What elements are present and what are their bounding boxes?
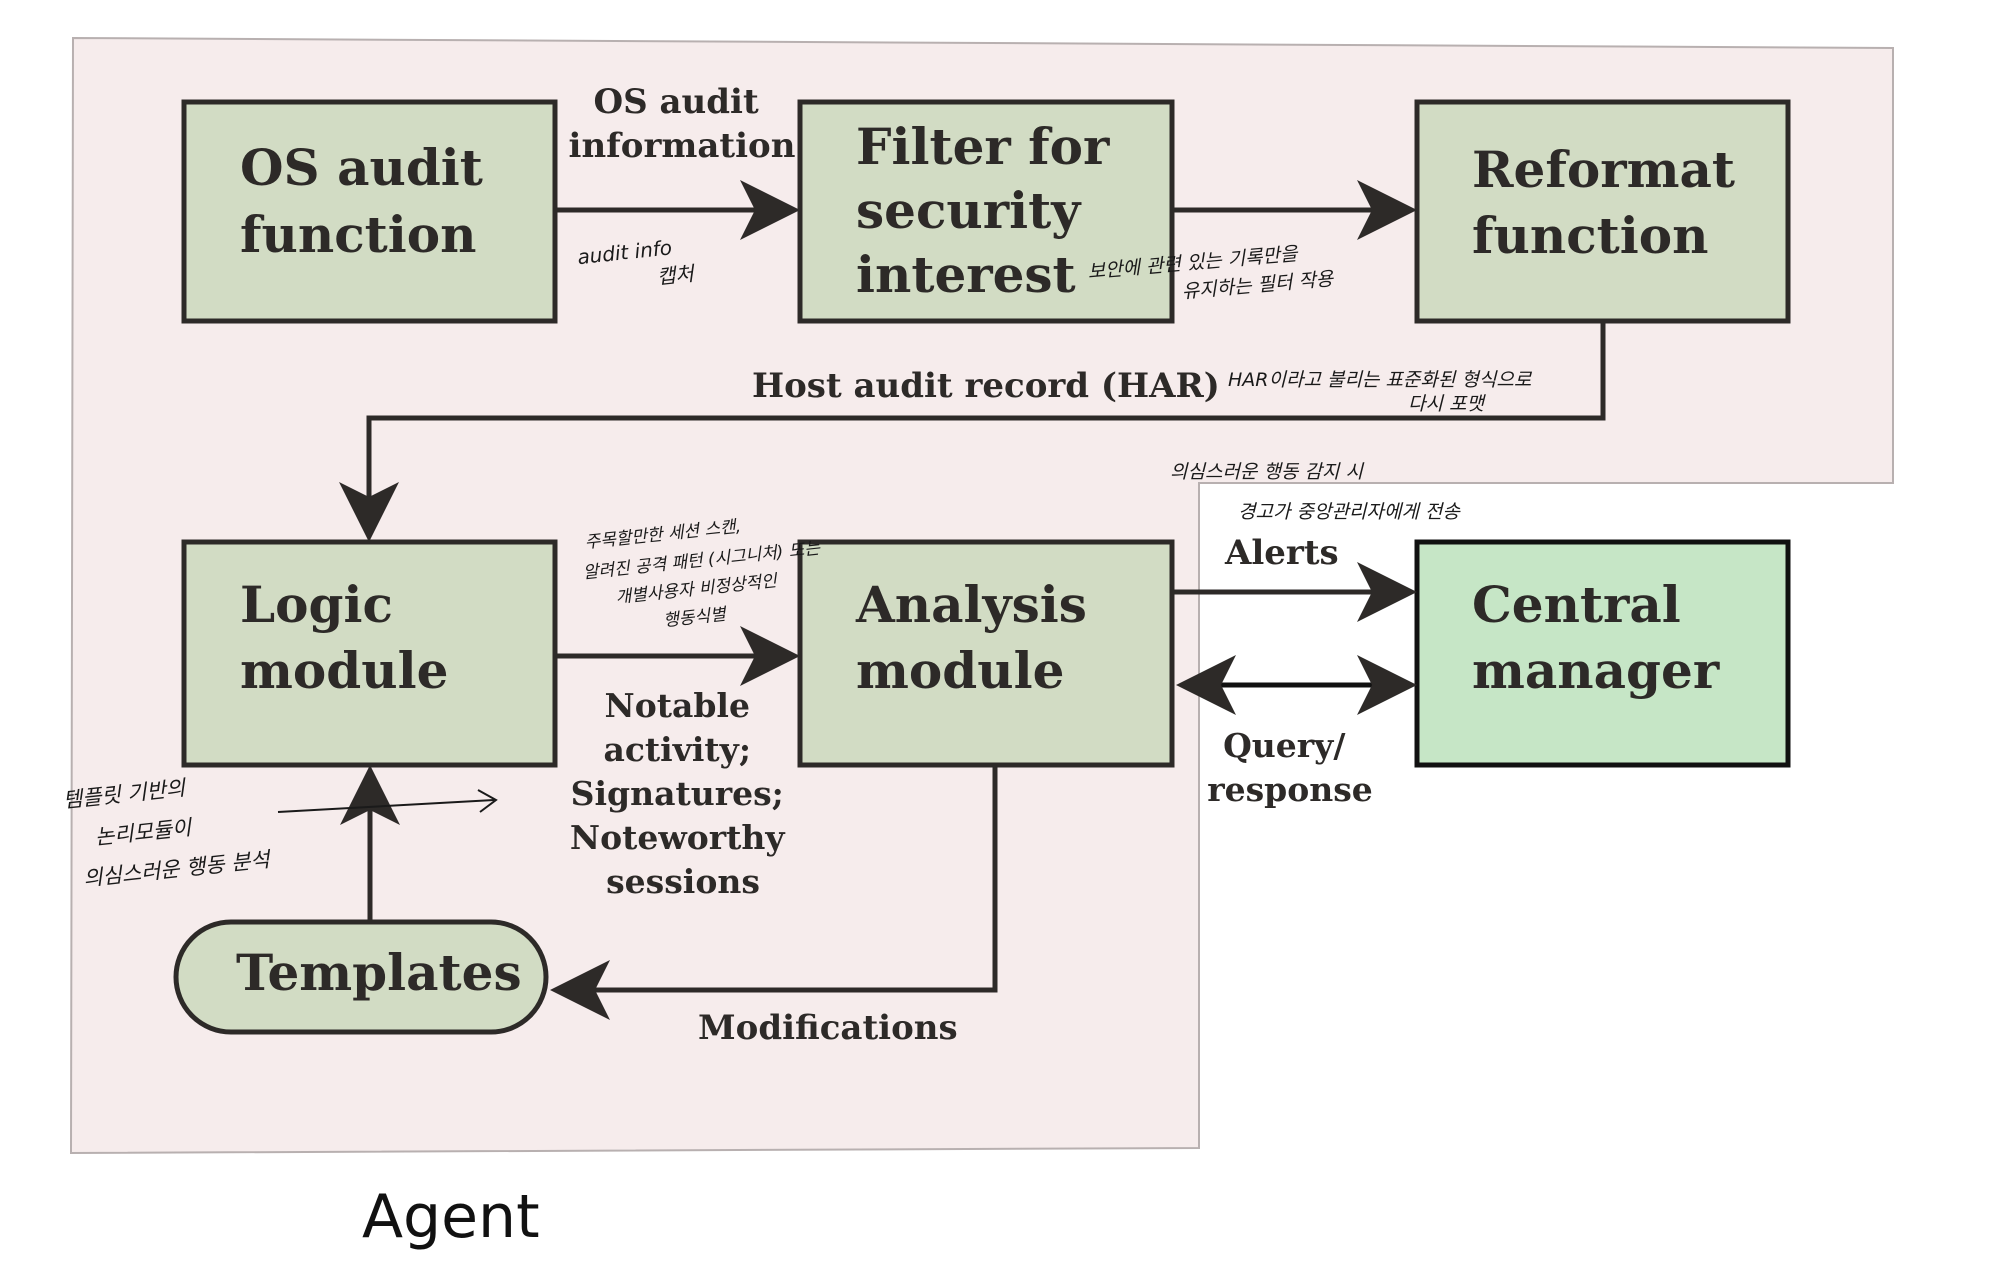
svg-text:Analysis module: Analysis module	[855, 575, 1104, 700]
har-label: Host audit record (HAR)	[752, 366, 1220, 406]
logic-module-box: Logic module	[181, 539, 558, 768]
os-audit-line-2: function	[240, 205, 476, 264]
logic-line-1: Logic	[240, 575, 393, 634]
modifications-label: Modifications	[698, 1008, 958, 1048]
handwritten-pointer-arrow	[277, 799, 495, 813]
svg-text:Reformat function: Reformat function	[1472, 140, 1752, 265]
analysis-line-2: module	[856, 641, 1064, 700]
central-line-1: Central	[1472, 575, 1681, 634]
alert-purpose-note: 의심스러운 행동 감지 시 경고가 중앙관리자에게 전송	[1170, 461, 1461, 523]
notable-activity-label: Notable activity; Signatures; Noteworthy…	[570, 686, 796, 901]
svg-text:Central manager: Central manager	[1472, 575, 1720, 700]
filter-line-2: security	[856, 181, 1082, 240]
templates-box: Templates	[173, 919, 549, 1035]
os-audit-function-box: OS audit function	[181, 99, 558, 324]
reformat-to-logic-arrow	[339, 323, 1606, 542]
central-manager-box: Central manager	[1414, 539, 1791, 768]
filter-line-1: Filter for	[856, 117, 1110, 176]
svg-text:Filter for security: Filter for security interest	[856, 117, 1127, 304]
os-audit-line-1: OS audit	[240, 138, 483, 197]
analysis-module-box: Analysis module	[797, 539, 1175, 768]
os-audit-information-label: OS audit information	[569, 82, 796, 166]
handwritten-pointer-head	[477, 789, 498, 813]
har-reformat-note: HAR이라고 불리는 표준화된 형식으로 다시 포맷	[1228, 369, 1537, 415]
filter-line-3: interest	[856, 245, 1076, 304]
svg-text:OS audit function: OS audit function	[240, 138, 500, 264]
analysis-line-1: Analysis	[855, 575, 1087, 634]
logic-line-2: module	[240, 641, 448, 700]
alerts-label: Alerts	[1224, 533, 1339, 573]
filter-security-box: Filter for security interest	[797, 99, 1175, 324]
reformat-line-1: Reformat	[1472, 140, 1735, 199]
central-line-2: manager	[1472, 641, 1720, 700]
reformat-line-2: function	[1472, 206, 1708, 265]
analysis-to-templates-arrow	[550, 767, 998, 1020]
templates-label: Templates	[236, 943, 522, 1002]
svg-text:Logic module: Logic module	[240, 575, 448, 700]
reformat-function-box: Reformat function	[1414, 99, 1791, 324]
agent-caption: Agent	[362, 1182, 540, 1252]
query-response-label: Query/ response	[1207, 726, 1373, 809]
